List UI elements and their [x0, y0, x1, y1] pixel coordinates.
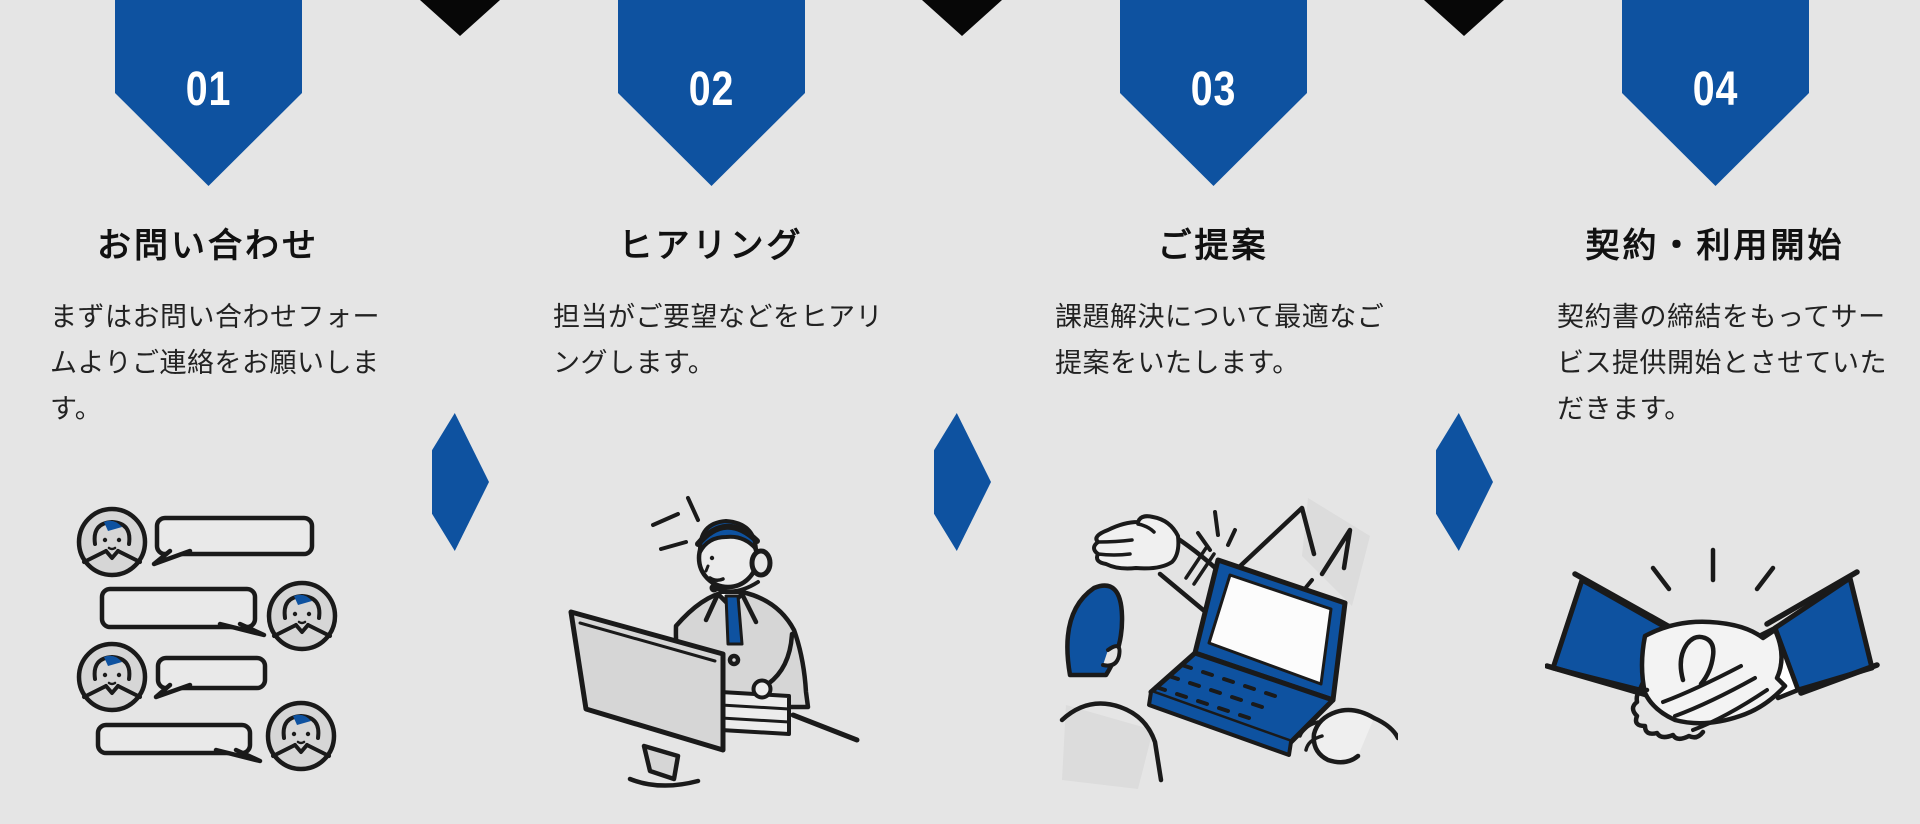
step-number-badge: 03 — [1120, 0, 1307, 186]
avatar-icon — [268, 703, 334, 769]
step-title: 契約・利用開始 — [1585, 227, 1845, 265]
step-title: お問い合わせ — [97, 227, 319, 265]
speech-bubble-icon — [99, 586, 267, 638]
step-title: ヒアリング — [618, 227, 804, 265]
next-step-arrow-icon — [934, 413, 991, 551]
sparkle-icon — [1650, 547, 1776, 592]
step-number: 03 — [1190, 63, 1237, 116]
step-title: ご提案 — [1157, 227, 1269, 265]
chat-conversation-illustration — [70, 498, 350, 793]
presenting-laptop-illustration — [1059, 498, 1398, 789]
keyboard-icon — [719, 690, 791, 736]
top-arrow-icon — [1424, 0, 1504, 36]
top-arrow-icon — [420, 0, 500, 36]
avatar-icon — [269, 583, 335, 649]
step-description: 担当がご要望などをヒアリ ングします。 — [553, 302, 883, 378]
clasped-hands-icon — [1639, 619, 1788, 726]
step-number: 04 — [1692, 63, 1739, 116]
step-description: 課題解決について最適なご 提案をいたします。 — [1055, 302, 1385, 378]
step-number: 02 — [688, 63, 735, 116]
step-number-badge: 04 — [1622, 0, 1809, 186]
step-number-badge: 02 — [618, 0, 805, 186]
avatar-icon — [79, 644, 145, 710]
next-step-arrow-icon — [432, 413, 489, 551]
step-number-badge: 01 — [115, 0, 302, 186]
speech-bubble-icon — [95, 722, 263, 764]
sparkle-icon — [1196, 510, 1237, 552]
desk-line — [790, 712, 860, 743]
next-step-arrow-icon — [1436, 413, 1493, 551]
headset-icon — [695, 523, 760, 547]
step-description: 契約書の締結をもってサー ビス提供開始とさせていた だきます。 — [1557, 302, 1887, 424]
avatar-icon — [79, 509, 145, 575]
speech-bubble-icon — [153, 655, 268, 700]
step-number: 01 — [185, 63, 232, 116]
step-description: まずはお問い合わせフォー ムよりご連絡をお願いしま す。 — [50, 302, 380, 424]
handshake-illustration — [1545, 547, 1880, 741]
holding-hand-icon — [1311, 707, 1377, 765]
monitor-icon — [568, 609, 726, 753]
support-operator-illustration — [568, 496, 860, 788]
speech-bubble-icon — [151, 515, 315, 567]
top-arrow-icon — [922, 0, 1002, 36]
sparkle-icon — [651, 496, 700, 551]
